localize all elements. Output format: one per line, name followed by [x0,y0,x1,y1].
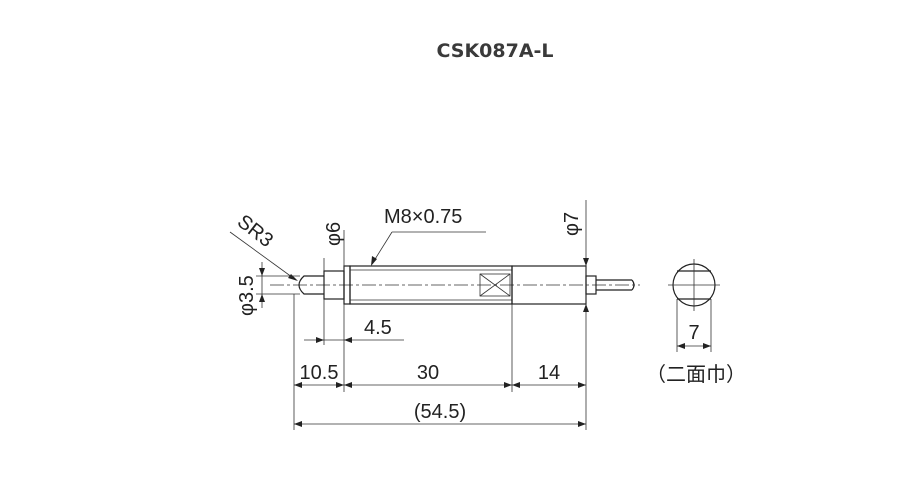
label-14: 14 [538,362,560,384]
label-sr3: SR3 [233,211,277,252]
label-dia-6: φ6 [323,222,345,246]
label-flats-note: （二面巾） [646,363,746,386]
label-dia-7: φ7 [561,212,583,236]
flats-cross-2 [479,273,511,297]
drawing-title: CSK087A-L [436,40,553,62]
label-dia-3-5: φ3.5 [236,275,258,316]
end-view [668,259,720,352]
probe-tip [298,275,324,295]
part-side-view [270,265,640,305]
label-total-length: (54.5) [414,401,466,423]
label-30: 30 [417,362,439,384]
label-thread: M8×0.75 [384,206,462,228]
dimension-lines [229,200,589,430]
label-width-across-flats: 7 [688,322,699,344]
label-10-5: 10.5 [300,362,339,384]
cable-break [631,279,635,291]
label-4-5: 4.5 [364,317,392,339]
sr-leader [229,231,297,281]
flats-mark [479,273,511,297]
